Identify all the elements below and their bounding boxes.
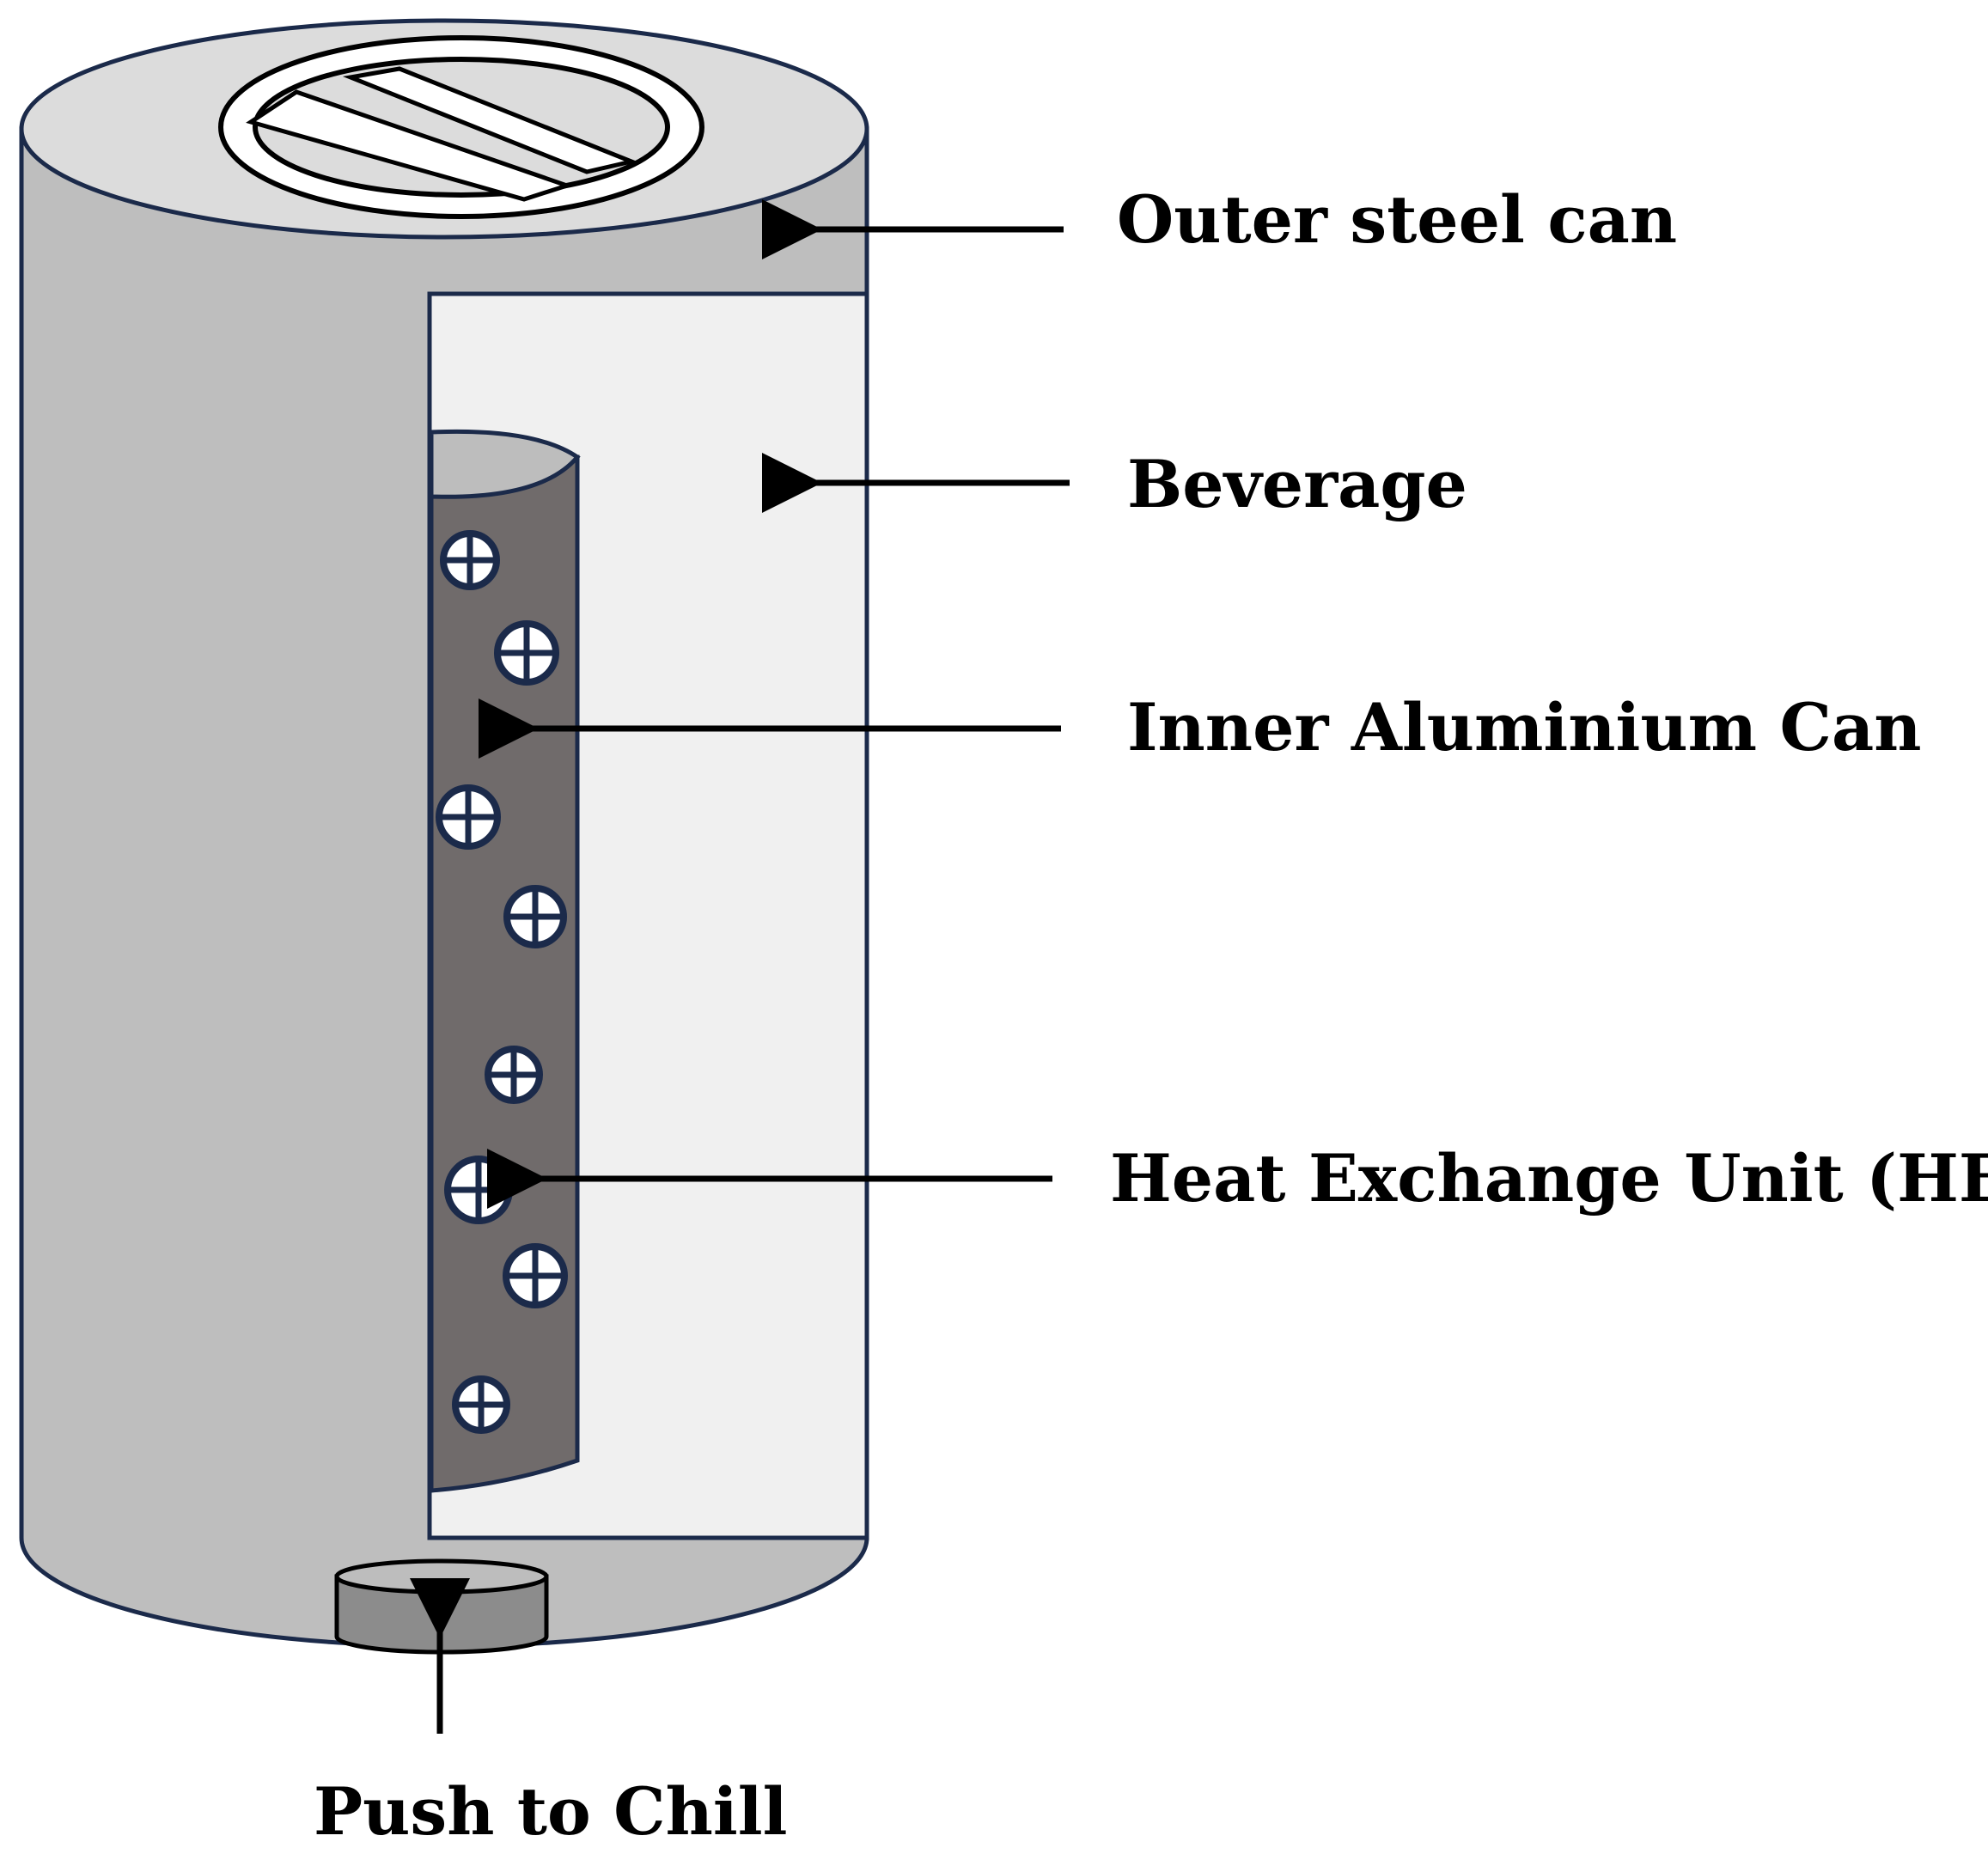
inner-can-top bbox=[429, 429, 581, 499]
heu-unit-icon bbox=[436, 784, 501, 850]
label-heat-exchange-unit: Heat Exchange Unit (HEU) bbox=[1110, 1140, 1988, 1217]
heu-unit-icon bbox=[503, 1243, 568, 1308]
heu-unit-icon bbox=[485, 1046, 543, 1104]
heu-unit-icon bbox=[452, 1375, 510, 1434]
label-push-to-chill: Push to Chill bbox=[314, 1773, 788, 1850]
heu-unit-icon bbox=[503, 885, 567, 948]
label-outer-steel-can: Outer steel can bbox=[1117, 181, 1677, 258]
label-beverage: Beverage bbox=[1127, 446, 1467, 522]
can-lid-tab-icon bbox=[218, 35, 704, 219]
heu-unit-icon bbox=[444, 1156, 513, 1224]
inner-can-body bbox=[429, 454, 580, 1493]
label-arrows bbox=[410, 199, 1070, 1734]
inner-aluminium-can bbox=[429, 429, 581, 1493]
heu-unit-icon bbox=[494, 620, 559, 686]
heu-unit-icon bbox=[440, 530, 500, 590]
label-inner-aluminium-can: Inner Aluminium Can bbox=[1127, 689, 1922, 765]
heat-exchange-units bbox=[436, 530, 568, 1434]
